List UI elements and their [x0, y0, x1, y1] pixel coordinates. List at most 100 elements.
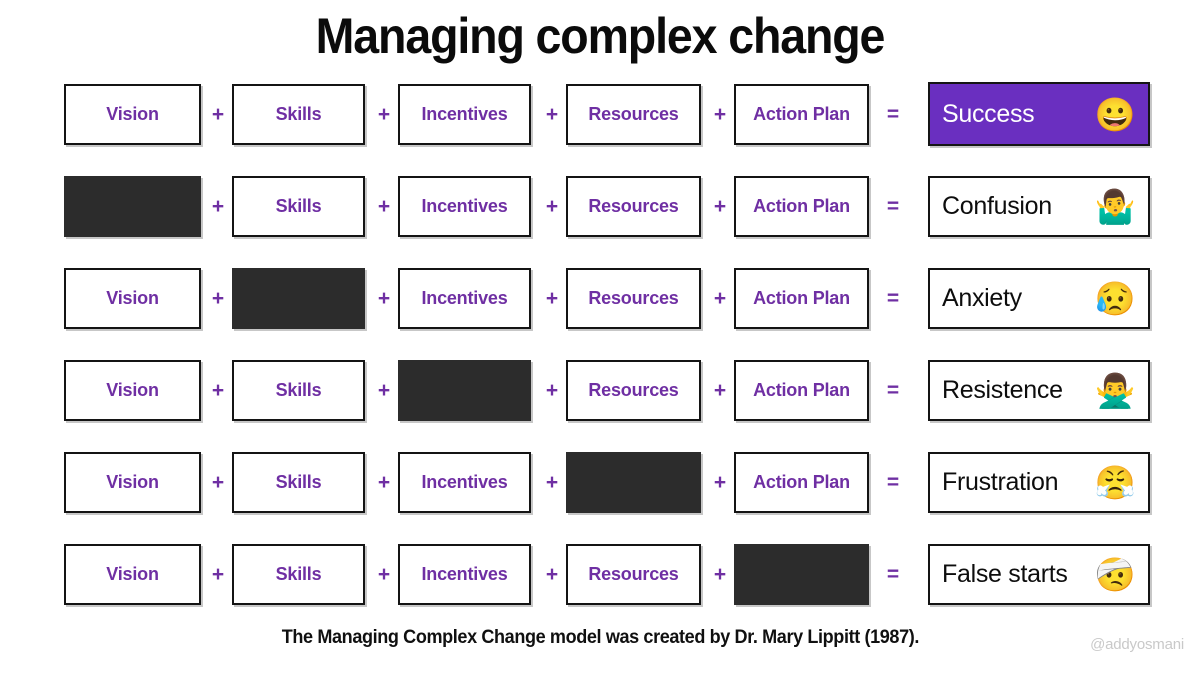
equation-row: Vision+Skills+Incentives+Resources+Actio… [0, 268, 1200, 360]
equation-row: Vision + Skills + Incentives + Resources + Actio… [0, 82, 1200, 176]
factor-box-vision[interactable]: Vision [64, 452, 201, 513]
plus-operator: + [211, 102, 225, 126]
result-label: Success [942, 99, 1035, 128]
plus-operator: + [545, 562, 559, 586]
factor-label: Resources [588, 196, 679, 216]
plus-operator: + [545, 470, 559, 494]
plus-operator: + [377, 378, 391, 402]
factor-label: Incentives [421, 564, 508, 584]
equals-operator: = [886, 194, 900, 218]
result-label: Confusion [942, 192, 1052, 220]
factor-box-vision[interactable]: Vision [64, 360, 201, 421]
factor-label: Action Plan [753, 104, 850, 124]
factor-box-vision[interactable]: Vision [64, 268, 201, 329]
factor-box-resources[interactable]: Resources [566, 84, 701, 145]
plus-operator: + [377, 470, 391, 494]
factor-label: Incentives [421, 472, 508, 492]
factor-box-resources[interactable]: Resources [566, 544, 701, 605]
result-label: Resistence [942, 376, 1063, 404]
factor-box-skills[interactable]: Skills [232, 360, 365, 421]
factor-box-resources[interactable]: Resources [566, 268, 701, 329]
redacted-box-skills[interactable]: Skills [232, 268, 365, 329]
factor-label: Vision [106, 380, 159, 400]
grinning-face-emoji: 😀 [1094, 95, 1136, 133]
result-box[interactable]: Frustration😤 [928, 452, 1150, 513]
factor-box-vision[interactable]: Vision [64, 544, 201, 605]
factor-box-resources[interactable]: Resources [566, 176, 701, 237]
result-box[interactable]: False starts 🤕 [928, 544, 1150, 605]
result-label: Frustration [942, 468, 1059, 496]
plus-operator: + [713, 470, 727, 494]
equals-operator: = [886, 378, 900, 402]
factor-box-action-plan[interactable]: Action Plan [734, 176, 869, 237]
redacted-box-vision[interactable]: Vision [64, 176, 201, 237]
equals-operator: = [886, 562, 900, 586]
factor-label: Action Plan [753, 472, 850, 492]
plus-operator: + [211, 378, 225, 402]
factor-box-resources[interactable]: Resources [566, 360, 701, 421]
equation-row: Vision + Skills + Incentives + Resources + Actio… [0, 544, 1200, 636]
factor-box-skills[interactable]: Skills [232, 176, 365, 237]
plus-operator: + [211, 562, 225, 586]
result-box[interactable]: Resistence🙅‍♂️ [928, 360, 1150, 421]
factor-box-vision[interactable]: Vision [64, 84, 201, 145]
result-box[interactable]: Confusion 🤷‍♂️ [928, 176, 1150, 237]
factor-label: Skills [275, 196, 322, 216]
plus-operator: + [713, 286, 727, 310]
equation-row: Vision+Skills+Incentives+Resources+Actio… [0, 176, 1200, 268]
factor-box-action-plan[interactable]: Action Plan [734, 268, 869, 329]
factor-label: Action Plan [753, 288, 850, 308]
redacted-box-action-plan[interactable]: Action Plan [734, 544, 869, 605]
equals-operator: = [886, 102, 900, 126]
factor-label: Incentives [421, 196, 508, 216]
matrix-rows: Vision + Skills + Incentives + Resources + Actio… [0, 82, 1200, 636]
plus-operator: + [377, 102, 391, 126]
factor-box-action-plan[interactable]: Action Plan [734, 452, 869, 513]
factor-label: Skills [275, 564, 322, 584]
equals-operator: = [886, 470, 900, 494]
plus-operator: + [211, 470, 225, 494]
factor-box-incentives[interactable]: Incentives [398, 452, 531, 513]
plus-operator: + [211, 194, 225, 218]
man-shrugging-emoji: 🤷‍♂️ [1094, 188, 1136, 225]
factor-box-incentives[interactable]: Incentives [398, 84, 531, 145]
result-label: False starts [942, 560, 1068, 588]
face-with-head-bandage-emoji: 🤕 [1094, 556, 1136, 593]
factor-box-skills[interactable]: Skills [232, 544, 365, 605]
plus-operator: + [545, 378, 559, 402]
factor-box-action-plan[interactable]: Action Plan [734, 360, 869, 421]
factor-label: Resources [588, 564, 679, 584]
plus-operator: + [713, 194, 727, 218]
footer-attribution: The Managing Complex Change model was cr… [281, 627, 919, 648]
footer: The Managing Complex Change model was cr… [0, 627, 1200, 649]
factor-label: Vision [106, 564, 159, 584]
factor-label: Incentives [421, 104, 508, 124]
equals-operator: = [886, 286, 900, 310]
plus-operator: + [713, 378, 727, 402]
factor-label: Vision [106, 104, 159, 124]
redacted-box-incentives[interactable]: Incentives [398, 360, 531, 421]
factor-box-skills[interactable]: Skills [232, 452, 365, 513]
plus-operator: + [713, 562, 727, 586]
factor-label: Skills [275, 104, 322, 124]
plus-operator: + [713, 102, 727, 126]
factor-label: Skills [275, 380, 322, 400]
plus-operator: + [377, 286, 391, 310]
factor-label: Action Plan [753, 380, 850, 400]
plus-operator: + [377, 562, 391, 586]
factor-box-incentives[interactable]: Incentives [398, 268, 531, 329]
factor-label: Action Plan [753, 196, 850, 216]
factor-label: Incentives [421, 288, 508, 308]
plus-operator: + [545, 102, 559, 126]
redacted-box-resources[interactable]: Resources [566, 452, 701, 513]
factor-box-incentives[interactable]: Incentives [398, 544, 531, 605]
factor-box-skills[interactable]: Skills [232, 84, 365, 145]
factor-box-incentives[interactable]: Incentives [398, 176, 531, 237]
sad-but-relieved-face-emoji: 😥 [1094, 280, 1136, 317]
factor-box-action-plan[interactable]: Action Plan [734, 84, 869, 145]
result-box[interactable]: Success 😀 [928, 82, 1150, 146]
result-box[interactable]: Anxiety😥 [928, 268, 1150, 329]
factor-label: Vision [106, 472, 159, 492]
factor-label: Resources [588, 104, 679, 124]
